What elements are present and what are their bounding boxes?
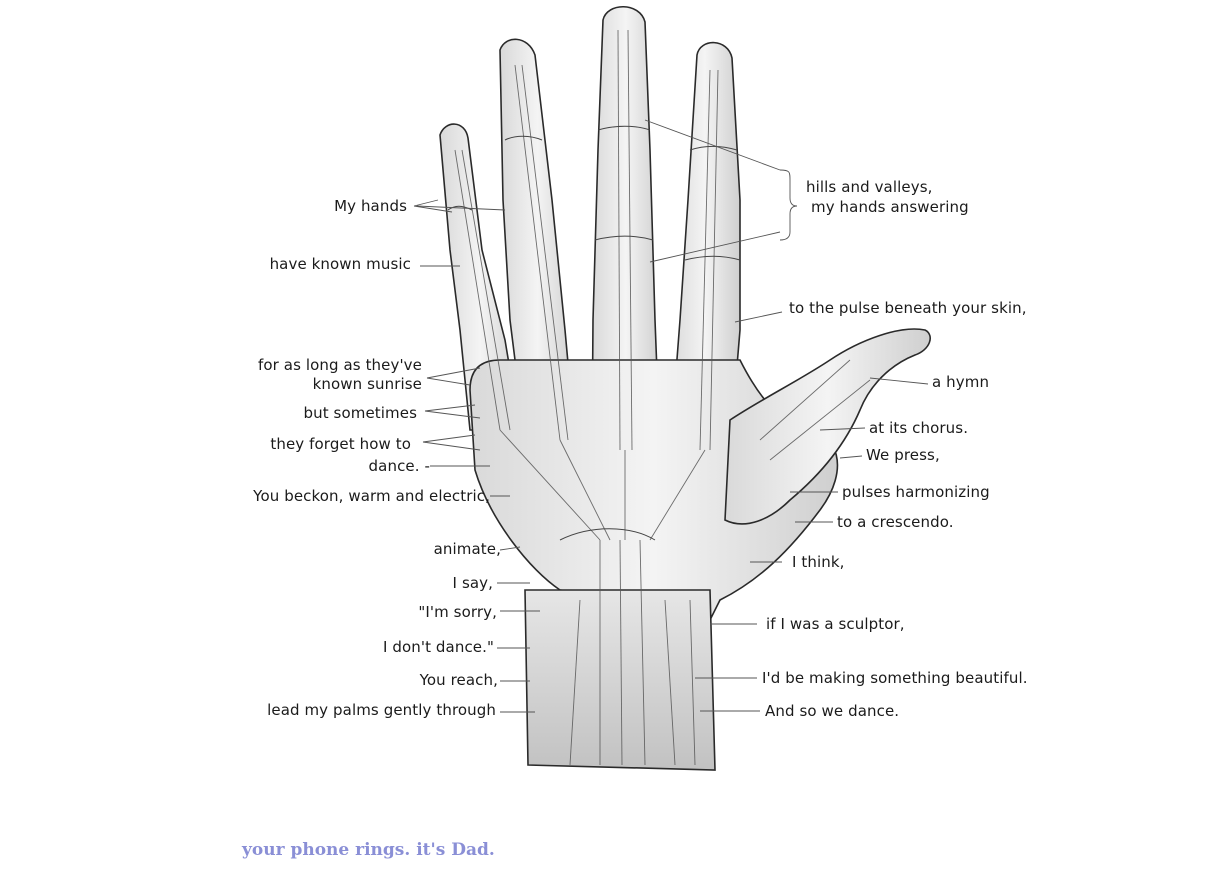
thumb (724, 328, 931, 525)
tendon-lines (454, 29, 871, 766)
label-hills-and-valleys: hills and valleys, (806, 178, 933, 196)
label-id-be-making: I'd be making something beautiful. (762, 669, 1028, 687)
label-pulses-harmonizing: pulses harmonizing (842, 483, 990, 501)
leader-lines (413, 119, 929, 713)
label-to-a-crescendo: to a crescendo. (837, 513, 954, 531)
label-and-so-we-dance: And so we dance. (765, 702, 900, 720)
label-im-sorry: "I'm sorry, (418, 603, 497, 621)
label-they-forget: they forget how to (270, 435, 411, 453)
label-a-hymn: a hymn (932, 373, 990, 391)
label-you-reach: You reach, (419, 671, 498, 689)
label-but-sometimes: but sometimes (303, 404, 417, 422)
label-for-as-long: for as long as they've (257, 356, 422, 374)
label-my-hands: My hands (334, 197, 407, 215)
label-known-sunrise: known sunrise (312, 375, 422, 393)
little-finger (439, 123, 521, 431)
label-i-dont-dance: I don't dance." (382, 638, 494, 656)
label-my-hands-answering: my hands answering (811, 198, 969, 216)
label-lead-my-palms: lead my palms gently through (267, 701, 496, 719)
label-you-beckon: You beckon, warm and electric, (253, 487, 490, 505)
label-have-known-music: have known music (269, 255, 411, 273)
label-dance: dance. - (368, 457, 430, 475)
label-if-i-was: if I was a sculptor, (766, 615, 905, 633)
phone-rings-link[interactable]: your phone rings. it's Dad. (242, 840, 495, 860)
label-at-its-chorus: at its chorus. (869, 419, 969, 437)
label-animate: animate, (433, 540, 501, 558)
label-to-the-pulse: to the pulse beneath your skin, (789, 299, 1027, 317)
finger-creases (447, 125, 741, 541)
wrist (524, 589, 716, 771)
label-i-say: I say, (452, 574, 493, 592)
label-we-press: We press, (866, 446, 940, 464)
label-i-think: I think, (792, 553, 845, 571)
hand-drawing (439, 6, 931, 771)
